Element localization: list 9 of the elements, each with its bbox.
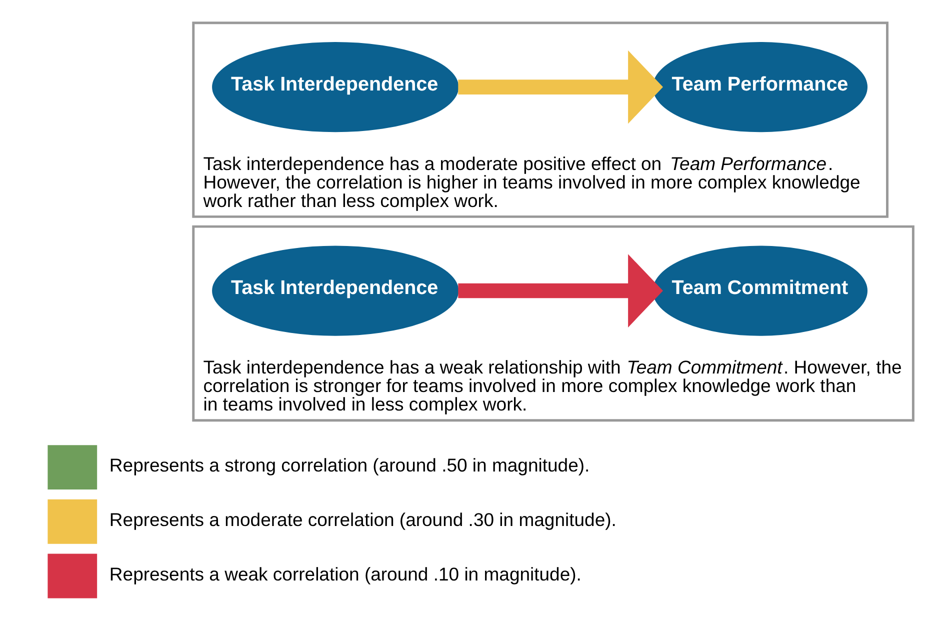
arrow <box>458 50 662 124</box>
arrow <box>458 254 662 328</box>
node-ellipse: Task Interdependence <box>212 42 458 132</box>
node-ellipse: Team Commitment <box>652 246 867 336</box>
legend-label: Represents a moderate correlation (around .30 in magnitude). <box>108 508 616 530</box>
legend-label: Represents a weak correlation (around .10 in magnitude). <box>108 563 581 584</box>
node-ellipse: Task Interdependence <box>212 246 458 336</box>
legend-label: Represents a strong correlation (around .50 in magnitude). <box>108 454 590 476</box>
node-ellipse: Team Performance <box>652 42 867 132</box>
